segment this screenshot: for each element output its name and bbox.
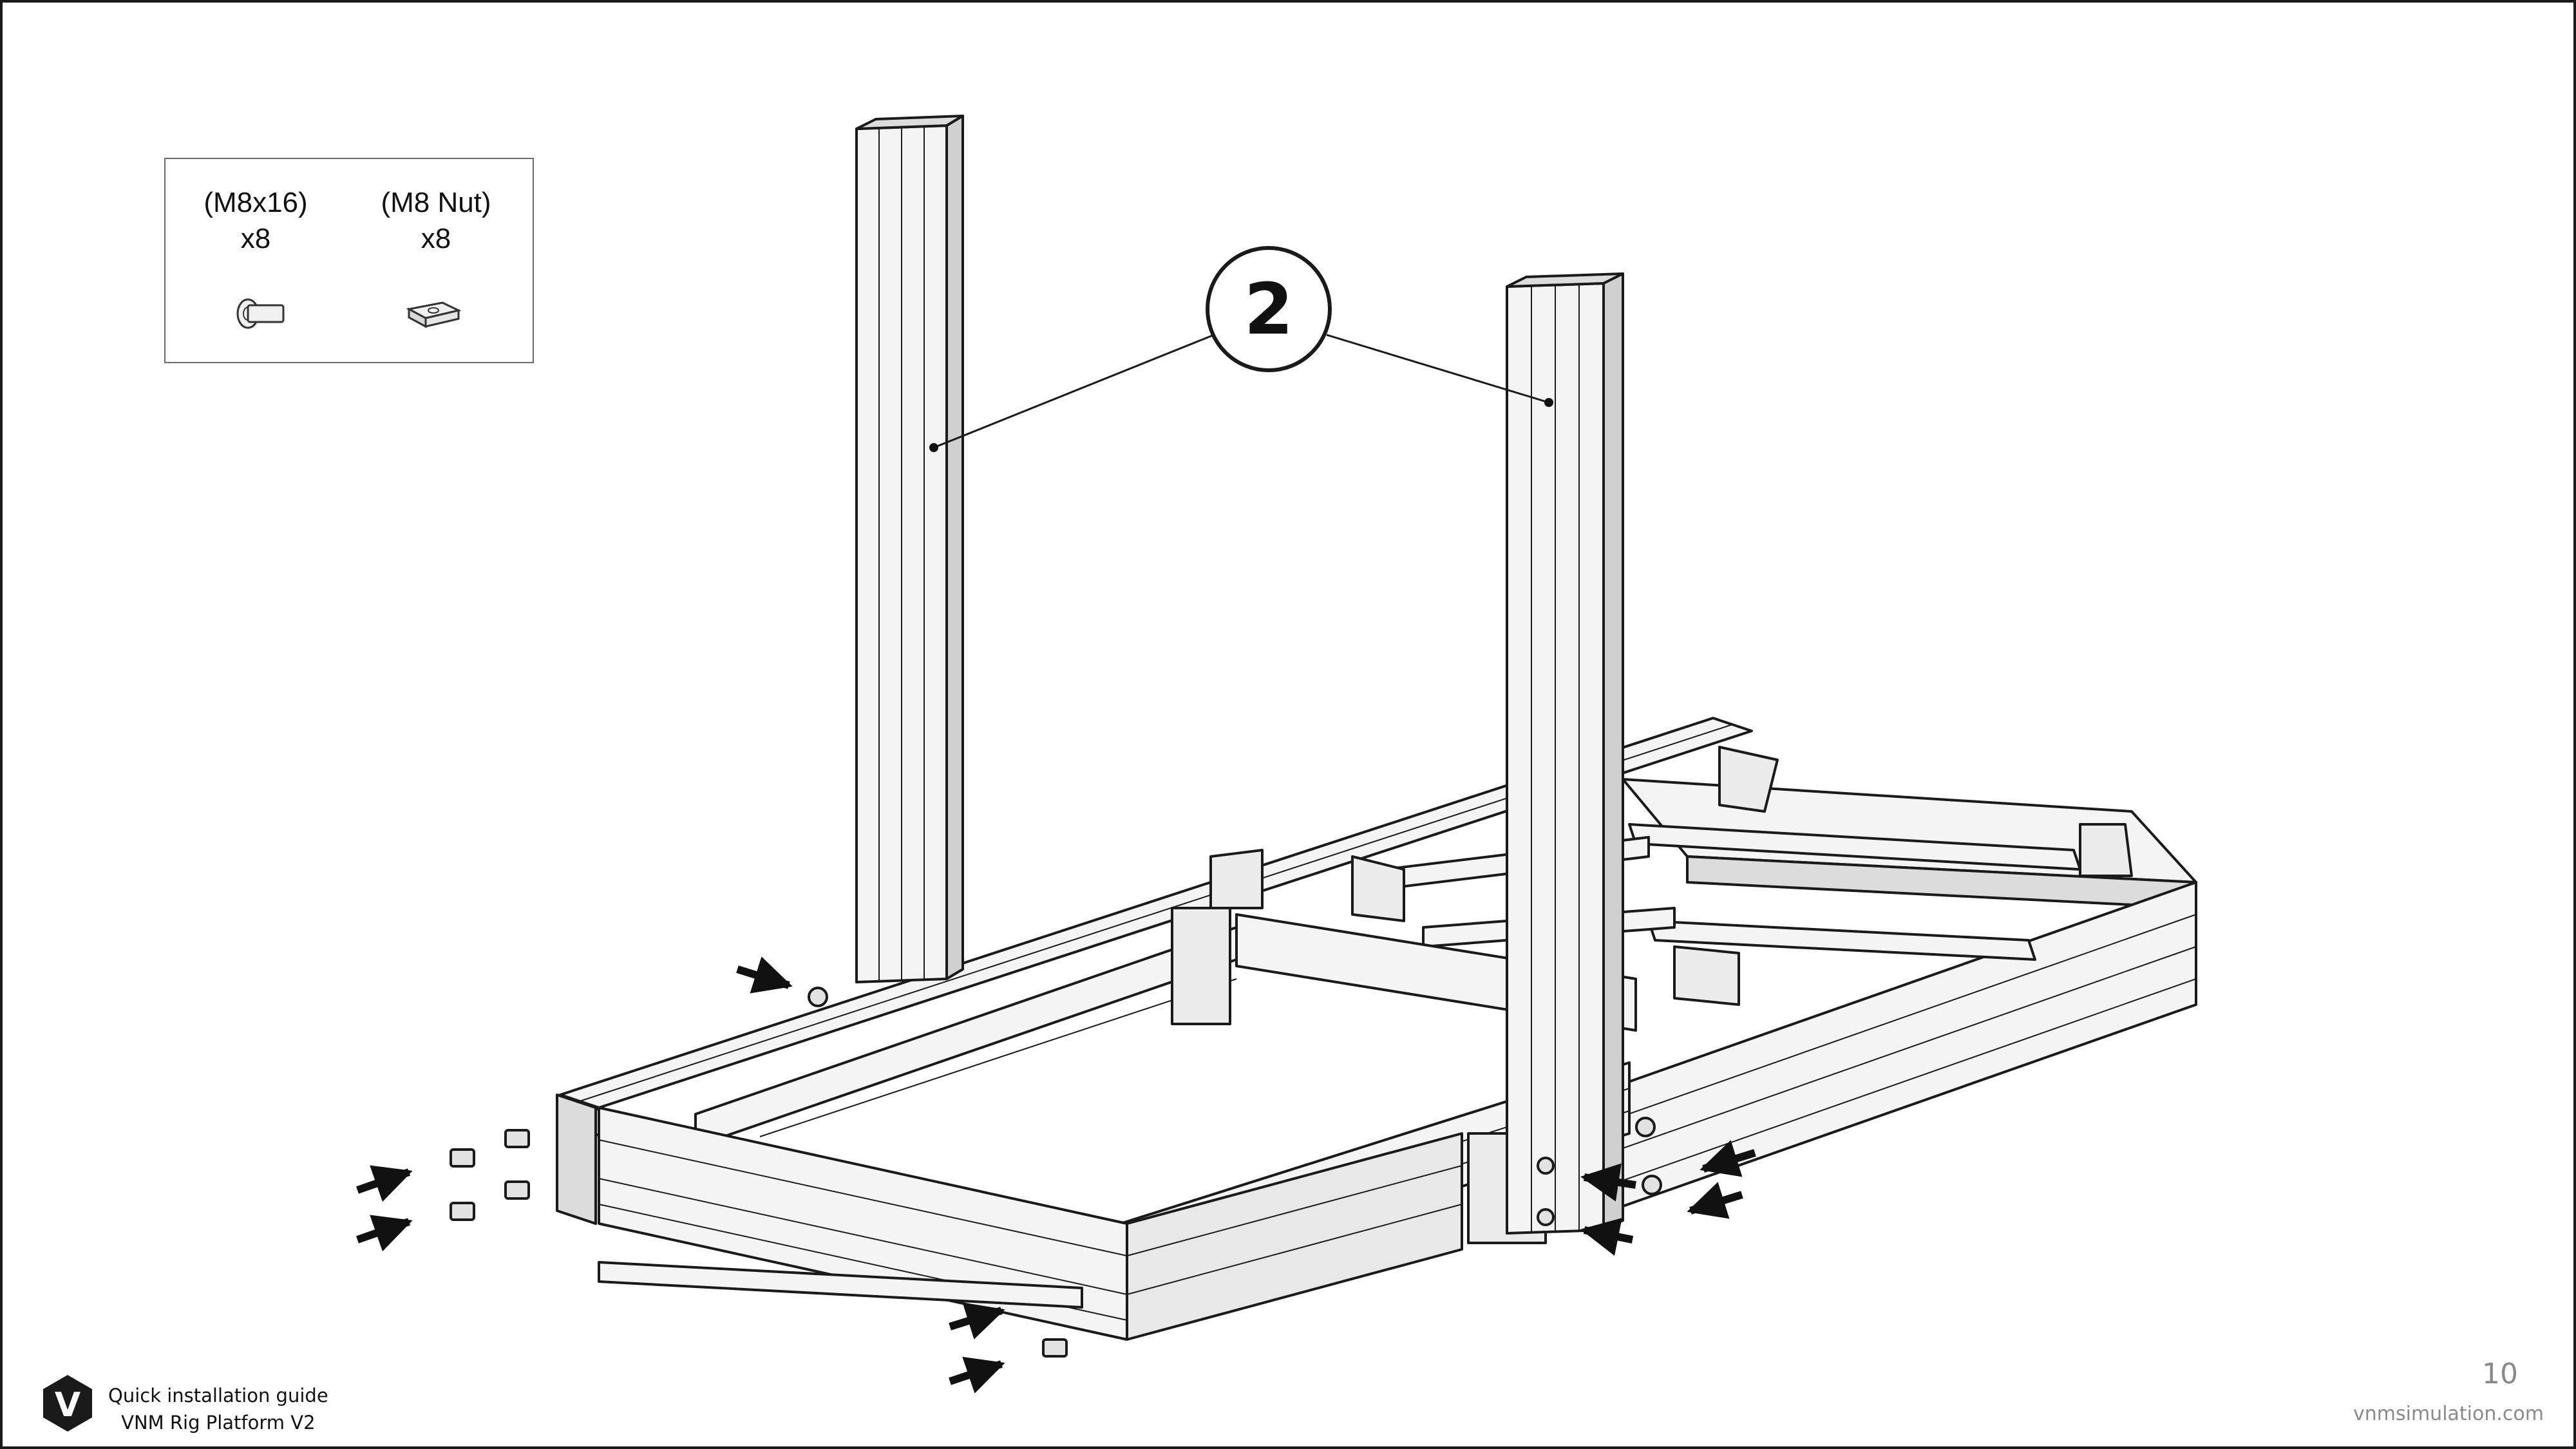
parts-box: (M8x16) x8 (M8 Nut) x8 [164,158,534,363]
part-name: (M8 Nut) [381,187,491,218]
m8x16-bolt-icon [236,298,285,329]
brackets [1171,746,2133,1244]
website-link[interactable]: vnmsimulation.com [2353,1403,2544,1425]
part-name: (M8x16) [204,187,308,218]
part-quantity: x8 [240,223,271,254]
logo-letter: V [55,1386,80,1425]
m8-t-nut-icon [406,301,462,328]
front-cross-beam [556,1094,1463,1341]
callout-circle [1206,246,1332,372]
part-bolt: (M8x16) x8 [169,185,343,257]
right-upright [1506,272,1624,1235]
part-nut: (M8 Nut) x8 [349,185,523,257]
loose-fasteners [450,987,1662,1358]
vnm-logo: V [43,1375,92,1432]
footer-text: Quick installation guide VNM Rig Platfor… [108,1382,328,1436]
loose-profile [598,1261,1083,1309]
leader-dot-left [929,443,938,452]
page-number: 10 [2482,1358,2518,1390]
guide-title: Quick installation guide [108,1385,328,1406]
callout-2: 2 [929,246,1553,452]
callout-label: 2 [1244,268,1294,350]
insertion-arrows [356,956,1756,1394]
leader-dot-right [1544,398,1553,407]
part-quantity: x8 [421,223,451,254]
product-name: VNM Rig Platform V2 [121,1412,316,1434]
left-upright [855,115,964,983]
